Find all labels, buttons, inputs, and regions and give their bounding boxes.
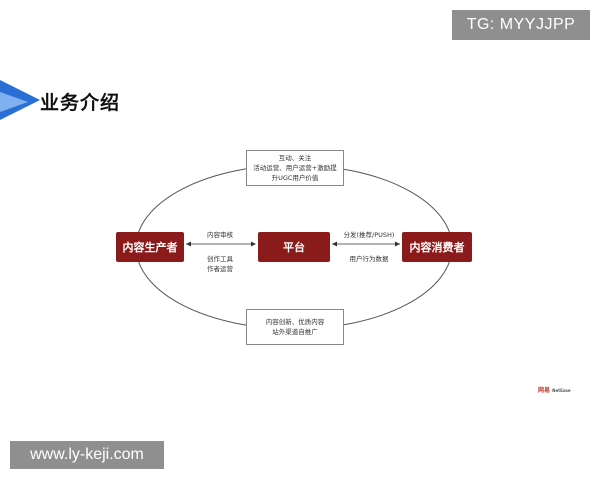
page-title: 业务介绍	[40, 92, 121, 114]
arrowhead-left-2	[332, 241, 337, 247]
label-content-review: 内容审核	[207, 231, 233, 239]
logo-en: NetEase	[552, 388, 571, 393]
arrowhead-right-1	[251, 241, 256, 247]
label-user-behavior-data: 用户行为数据	[349, 255, 389, 263]
label-distribution: 分发(推荐/PUSH)	[343, 231, 395, 239]
top-box-line-1: 互动、关注	[278, 154, 312, 162]
label-tools-operation: 创作工具 作者运营	[200, 254, 240, 274]
node-content-consumer: 内容消费者	[402, 232, 472, 262]
arrowhead-right-2	[395, 241, 400, 247]
netease-logo: 网易 NetEase	[538, 385, 571, 394]
label-creation-tools: 创作工具	[207, 255, 233, 263]
bottom-info-box: 内容创新、优质内容 站外渠道自推广	[246, 309, 344, 345]
top-box-line-3: 升UGC用户价值	[271, 174, 319, 182]
logo-cn: 网易	[538, 387, 551, 394]
node-platform: 平台	[258, 232, 330, 262]
top-box-line-2: 活动运营、用户运营+激励提	[253, 164, 337, 172]
arrowhead-left-1	[186, 241, 191, 247]
top-info-box: 互动、关注 活动运营、用户运营+激励提 升UGC用户价值	[246, 150, 344, 186]
tg-badge: TG: MYYJJPP	[452, 10, 590, 40]
bottom-box-line-1: 内容创新、优质内容	[265, 318, 325, 326]
node-content-producer: 内容生产者	[116, 232, 184, 262]
label-author-operation: 作者运营	[207, 265, 233, 273]
site-watermark: www.ly-keji.com	[10, 441, 164, 469]
bottom-box-line-2: 站外渠道自推广	[272, 328, 318, 336]
title-accent-shape	[0, 80, 40, 120]
